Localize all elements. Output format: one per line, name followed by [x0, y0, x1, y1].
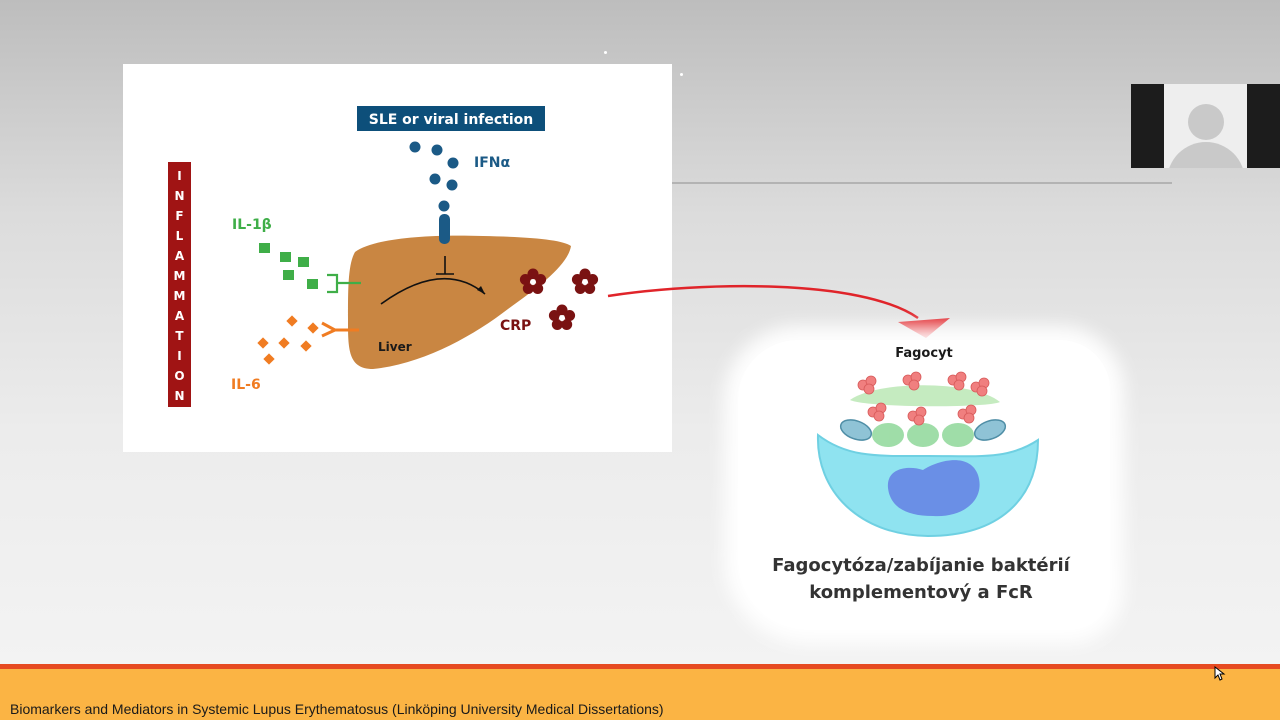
- inflammation-letter: M: [174, 289, 186, 303]
- liver-shape: [348, 235, 571, 369]
- diagram-canvas: I N F L A M M A T I O N SLE or viral inf…: [168, 106, 599, 407]
- crp-pentamers: [519, 268, 599, 330]
- inflammation-letter: N: [174, 389, 184, 403]
- nucleus-icon: [887, 460, 980, 517]
- bottom-title-bar: Biomarkers and Mediators in Systemic Lup…: [0, 664, 1280, 720]
- il1b-receptor-icon: [327, 273, 361, 294]
- avatar-body-icon: [1167, 142, 1245, 168]
- stimulus-label: SLE or viral infection: [369, 112, 534, 128]
- background-sparkle: [680, 73, 683, 76]
- ifn-label: IFNα: [474, 155, 510, 171]
- inflammation-letter: T: [175, 329, 184, 343]
- crp-label: CRP: [500, 318, 531, 334]
- il1b-label: IL-1β: [232, 217, 272, 233]
- inflammation-letter: A: [175, 249, 185, 263]
- avatar-head-icon: [1188, 104, 1224, 140]
- slide-divider: [672, 182, 1172, 184]
- webcam-thumbnail[interactable]: [1131, 84, 1280, 168]
- inflammation-letter: I: [177, 169, 181, 183]
- inflammation-bar: [168, 162, 191, 407]
- liver-inflammation-diagram: I N F L A M M A T I O N SLE or viral inf…: [123, 64, 672, 452]
- phagocyte-illustration: Fagocyt Fagocytóza/zabíjanie baktérií: [738, 340, 1110, 630]
- phagocyte-title: Fagocyt: [895, 346, 953, 361]
- inflammation-letter: N: [174, 189, 184, 203]
- inflammation-letter: A: [175, 309, 185, 323]
- inflammation-letter: I: [177, 349, 181, 363]
- inflammation-letter: O: [174, 369, 184, 383]
- caption-line: Fagocytóza/zabíjanie baktérií: [772, 555, 1070, 576]
- phagocyte-drawing: [816, 371, 1040, 538]
- arrow-head-icon: [898, 318, 950, 338]
- ifn-receptor-icon: [439, 214, 450, 244]
- il6-molecules: [257, 315, 319, 365]
- caption-line: komplementový a FcR: [809, 582, 1033, 603]
- il6-receptor-icon: [321, 321, 359, 338]
- pathway-arrow: [380, 277, 486, 305]
- background-sparkle: [604, 51, 607, 54]
- mouse-cursor-icon: [1214, 666, 1226, 681]
- il6-label: IL-6: [231, 377, 261, 393]
- inflammation-letter: M: [174, 269, 186, 283]
- webcam-video: [1164, 84, 1247, 168]
- il1b-molecules: [259, 243, 318, 289]
- phagocyte-caption: Fagocytóza/zabíjanie baktérií komplement…: [738, 552, 1104, 606]
- inflammation-letter: L: [176, 229, 184, 243]
- liver-label: Liver: [378, 340, 412, 354]
- bacteria-clusters: [857, 371, 990, 426]
- video-title: Biomarkers and Mediators in Systemic Lup…: [10, 701, 664, 717]
- stimulus-box: [357, 106, 545, 131]
- ifn-molecules: [409, 141, 459, 212]
- inflammation-letter: F: [175, 209, 183, 223]
